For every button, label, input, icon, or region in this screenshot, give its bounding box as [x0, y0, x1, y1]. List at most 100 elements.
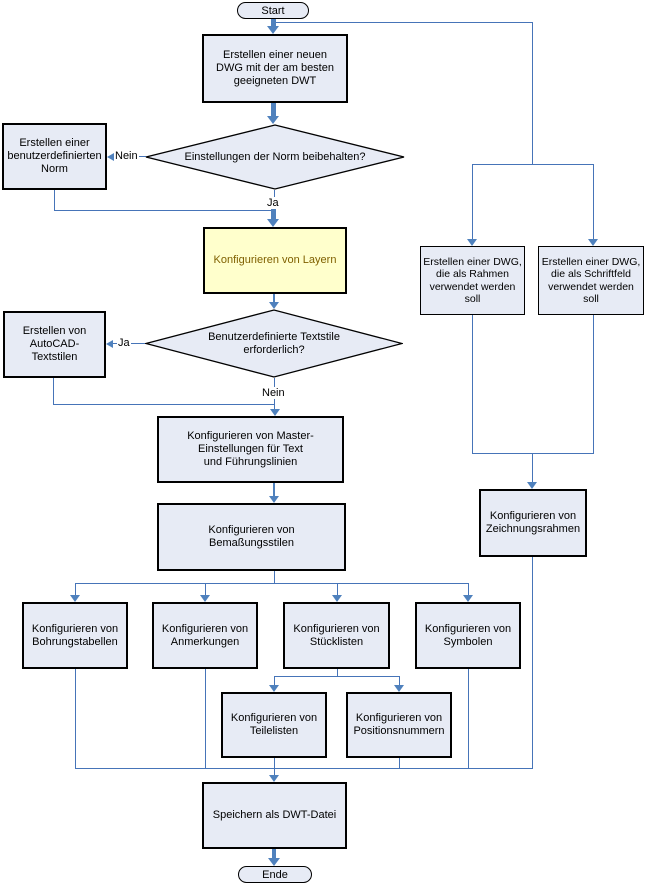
node-label: Konfigurieren von Teilelisten — [230, 712, 318, 737]
node-label: Erstellen einer neuen DWG mit der am bes… — [216, 49, 334, 87]
flow-line — [54, 190, 55, 211]
node-create-autocad-textstyles: Erstellen von AutoCAD- Textstilen — [3, 311, 106, 378]
node-configure-annotations: Konfigurieren von Anmerkungen — [152, 602, 258, 669]
flow-line — [468, 669, 469, 769]
node-create-custom-norm: Erstellen einer benutzerdefinierten Norm — [2, 123, 107, 190]
arrowhead — [267, 219, 279, 227]
arrowhead — [332, 595, 342, 602]
node-label: Erstellen einer DWG, die als Rahmen verw… — [423, 255, 522, 306]
decision-label: Einstellungen der Norm beibehalten? — [184, 150, 366, 163]
flow-line — [275, 22, 532, 23]
flow-line — [399, 676, 400, 686]
edge-label-ja-1: Ja — [266, 197, 280, 209]
node-label: Konfigurieren von Bohrungstabellen — [31, 622, 119, 648]
flow-line — [472, 315, 473, 454]
flow-line — [53, 404, 274, 405]
end-label: Ende — [262, 868, 288, 881]
flow-line — [593, 315, 594, 454]
edge-label-ja-2: Ja — [117, 337, 131, 349]
edge-label-nein-1: Nein — [114, 150, 139, 162]
node-configure-hole-tables: Konfigurieren von Bohrungstabellen — [22, 602, 128, 669]
flow-line — [274, 758, 275, 776]
decision-custom-textstyles: Benutzerdefinierte Textstile erforderlic… — [145, 309, 403, 378]
flow-line — [532, 453, 533, 483]
flow-line — [274, 571, 275, 583]
flow-line — [205, 669, 206, 769]
node-label: Konfigurieren von Master- Einstellungen … — [187, 430, 314, 468]
end-terminator: Ende — [238, 866, 312, 883]
arrowhead — [70, 595, 80, 602]
flow-line — [399, 758, 400, 769]
arrowhead — [267, 116, 279, 124]
flow-line — [75, 583, 469, 584]
flow-line — [272, 849, 276, 859]
node-save-as-dwt: Speichern als DWT-Datei — [202, 782, 347, 849]
flow-line — [593, 164, 594, 240]
node-label: Konfigurieren von Stücklisten — [293, 622, 380, 648]
arrowhead — [269, 685, 279, 692]
start-label: Start — [261, 4, 285, 17]
node-configure-symbols: Konfigurieren von Symbolen — [415, 602, 521, 669]
flow-line — [337, 583, 338, 596]
node-label: Erstellen einer benutzerdefinierten Norm — [7, 137, 102, 175]
flow-line — [273, 294, 275, 303]
arrowhead — [527, 482, 537, 489]
arrowhead — [463, 595, 473, 602]
start-terminator: Start — [237, 2, 309, 19]
node-configure-layers: Konfigurieren von Layern — [203, 227, 347, 294]
flow-line — [54, 210, 273, 211]
node-configure-bom-lists: Konfigurieren von Stücklisten — [283, 602, 390, 669]
flow-line — [75, 583, 76, 596]
flow-line — [472, 453, 594, 454]
flow-line — [472, 164, 473, 240]
node-configure-balloons: Konfigurieren von Positionsnummern — [346, 692, 452, 758]
arrowhead — [106, 340, 113, 348]
arrowhead — [268, 858, 280, 866]
arrowhead — [269, 775, 279, 782]
node-create-dwg-titleblock: Erstellen einer DWG, die als Schriftfeld… — [538, 246, 644, 315]
node-configure-drawing-frames: Konfigurieren von Zeichnungsrahmen — [479, 489, 587, 557]
flow-line — [75, 669, 76, 769]
flow-line — [532, 557, 533, 769]
flow-line — [271, 19, 276, 27]
flow-line — [472, 164, 594, 165]
arrowhead — [269, 302, 279, 309]
flow-line — [75, 768, 533, 769]
node-configure-parts-lists: Konfigurieren von Teilelisten — [221, 692, 327, 758]
flow-line — [273, 483, 275, 497]
flow-line — [271, 103, 276, 117]
arrowhead — [270, 409, 280, 416]
arrowhead — [588, 239, 598, 246]
node-create-dwg-frame: Erstellen einer DWG, die als Rahmen verw… — [420, 246, 525, 315]
arrowhead — [467, 239, 477, 246]
arrowhead — [200, 595, 210, 602]
decision-keep-norm-settings: Einstellungen der Norm beibehalten? — [145, 124, 405, 190]
arrowhead — [269, 496, 279, 503]
flow-line — [53, 378, 54, 405]
flow-line — [274, 676, 275, 686]
node-label: Konfigurieren von Zeichnungsrahmen — [485, 510, 581, 535]
flow-line — [274, 676, 400, 677]
flow-line — [337, 669, 338, 677]
node-create-new-dwg: Erstellen einer neuen DWG mit der am bes… — [202, 34, 348, 103]
flow-line — [468, 583, 469, 596]
diamond-shape — [145, 309, 403, 378]
flow-line — [532, 22, 533, 165]
node-label: Konfigurieren von Bemaßungsstilen — [208, 524, 295, 549]
node-configure-master-text-settings: Konfigurieren von Master- Einstellungen … — [157, 416, 344, 483]
edge-label-nein-2: Nein — [261, 387, 286, 399]
decision-label: Benutzerdefinierte Textstile erforderlic… — [208, 330, 340, 356]
node-label: Konfigurieren von Layern — [213, 254, 337, 266]
arrowhead — [394, 685, 404, 692]
diamond-shape — [145, 124, 405, 190]
node-label: Konfigurieren von Symbolen — [424, 622, 512, 648]
node-label: Konfigurieren von Anmerkungen — [161, 622, 249, 648]
node-label: Konfigurieren von Positionsnummern — [353, 712, 445, 737]
node-label: Erstellen einer DWG, die als Schriftfeld… — [541, 255, 641, 306]
node-configure-dimension-styles: Konfigurieren von Bemaßungsstilen — [157, 503, 346, 571]
flow-line — [271, 207, 276, 219]
flow-line — [205, 583, 206, 596]
arrowhead — [267, 26, 279, 34]
node-label: Erstellen von AutoCAD- Textstilen — [22, 325, 87, 363]
